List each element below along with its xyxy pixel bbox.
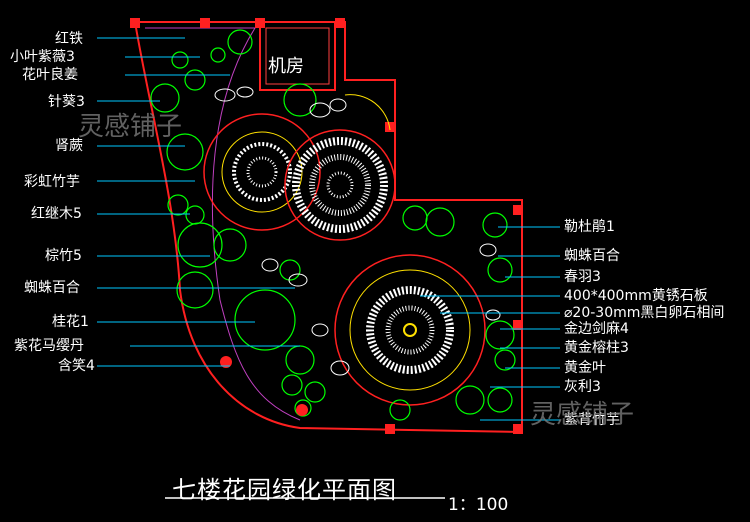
machine-room-label: 机房	[268, 56, 304, 77]
label-left-4: 肾蕨	[55, 138, 83, 154]
label-right-0: 勒杜鹃1	[564, 219, 615, 235]
label-right-8: 灰利3	[564, 379, 601, 395]
drawing-title: 七楼花园绿化平面图	[172, 476, 397, 504]
label-left-3: 针葵3	[48, 94, 85, 110]
red-marker	[296, 404, 308, 416]
label-left-9: 桂花1	[52, 314, 89, 330]
label-left-2: 花叶良姜	[22, 67, 78, 83]
garden-boundary	[133, 21, 523, 434]
label-right-5: 金边剑麻4	[564, 321, 629, 337]
label-right-2: 春羽3	[564, 269, 601, 285]
label-right-6: 黄金榕柱3	[564, 340, 629, 356]
watermark: 灵感铺子	[78, 112, 183, 142]
drawing-scale: 1：100	[448, 495, 509, 515]
label-right-4: ⌀20-30mm黑白卵石相间	[564, 305, 725, 321]
label-left-11: 含笑4	[58, 358, 95, 374]
label-right-9: 紫背竹芋	[564, 412, 620, 428]
label-left-6: 红继木5	[31, 206, 82, 222]
stones	[214, 86, 501, 376]
machine-room	[259, 21, 336, 91]
label-left-0: 红铁	[55, 31, 83, 47]
label-left-10: 紫花马缨丹	[14, 338, 84, 354]
label-left-7: 棕竹5	[45, 248, 82, 264]
leader-lines	[97, 37, 560, 421]
label-right-3: 400*400mm黄锈石板	[564, 288, 708, 304]
plants	[150, 29, 516, 421]
label-right-1: 蜘蛛百合	[564, 248, 620, 264]
label-left-8: 蜘蛛百合	[24, 280, 80, 296]
garden-boundary-inner	[145, 27, 301, 421]
label-right-7: 黄金叶	[564, 360, 606, 376]
red-marker	[220, 356, 232, 368]
label-left-5: 彩虹竹芋	[24, 174, 80, 190]
watermark: 灵感铺子	[530, 400, 635, 430]
label-left-1: 小叶紫薇3	[10, 49, 75, 65]
paving-circles	[203, 94, 486, 406]
